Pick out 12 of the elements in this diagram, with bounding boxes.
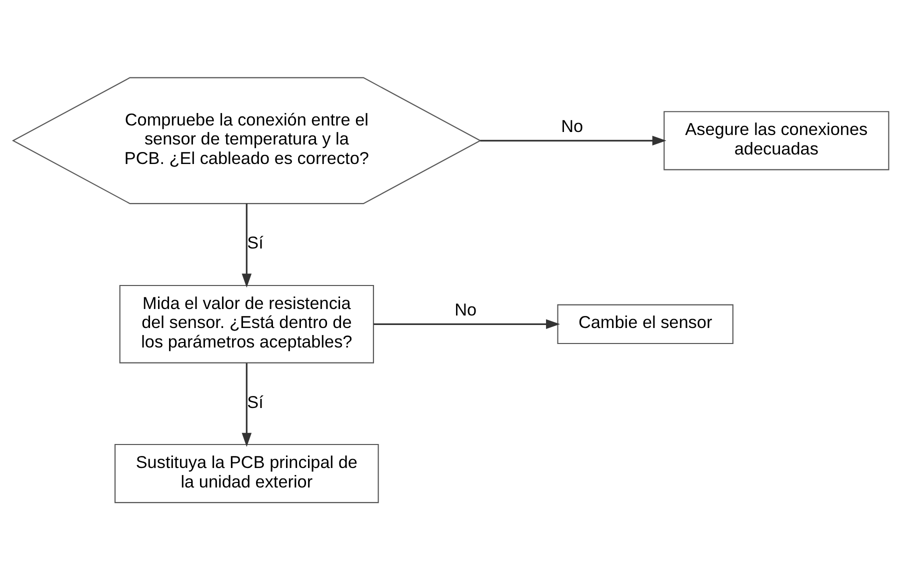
node-box: Cambie el sensor: [556, 304, 733, 344]
arrow: [241, 363, 252, 447]
node-box: Asegure las conexiones adecuadas: [663, 111, 889, 170]
arrow: [373, 319, 560, 330]
edge-label: Sí: [246, 392, 263, 412]
node-box: Sustituya la PCB principal de la unidad exterior: [114, 444, 378, 504]
node-box: Mida el valor de resistencia del sensor. ¿Está dentro de los parámetros aceptables?: [118, 284, 374, 364]
edge-label: No: [454, 299, 476, 320]
arrow: [480, 136, 666, 146]
arrow: [241, 204, 252, 288]
edge-label: Sí: [246, 232, 263, 253]
edge-label: No: [560, 116, 583, 136]
